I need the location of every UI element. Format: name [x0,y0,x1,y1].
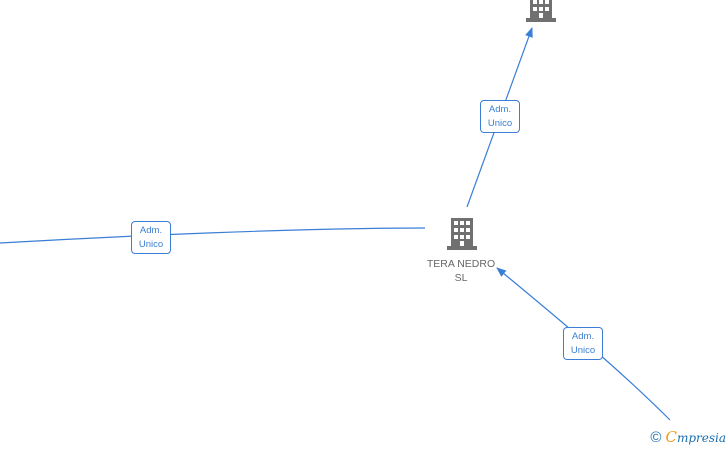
node-label-center[interactable]: TERA NEDRO SL [411,257,511,285]
relation-type: Unico [487,118,513,129]
edge-left-to-center [0,227,426,244]
relation-label-bottom[interactable]: Adm. Unico [563,327,603,360]
relation-role: Adm. [139,225,163,236]
copyright-icon: © [650,428,662,446]
relation-label-left[interactable]: Adm. Unico [131,221,171,254]
node-name-line1: TERA NEDRO [426,258,496,270]
brand-watermark: © Cmpresia [650,428,726,446]
node-name-line2: SL [454,272,468,284]
relation-role: Adm. [488,104,512,115]
building-icon-center[interactable] [447,218,477,250]
relation-type: Unico [570,345,596,356]
relation-type: Unico [138,239,164,250]
relation-label-top[interactable]: Adm. Unico [480,100,520,133]
brand-logo: Cmpresia [665,428,726,446]
relation-role: Adm. [571,331,595,342]
building-icon-top[interactable] [526,0,556,22]
